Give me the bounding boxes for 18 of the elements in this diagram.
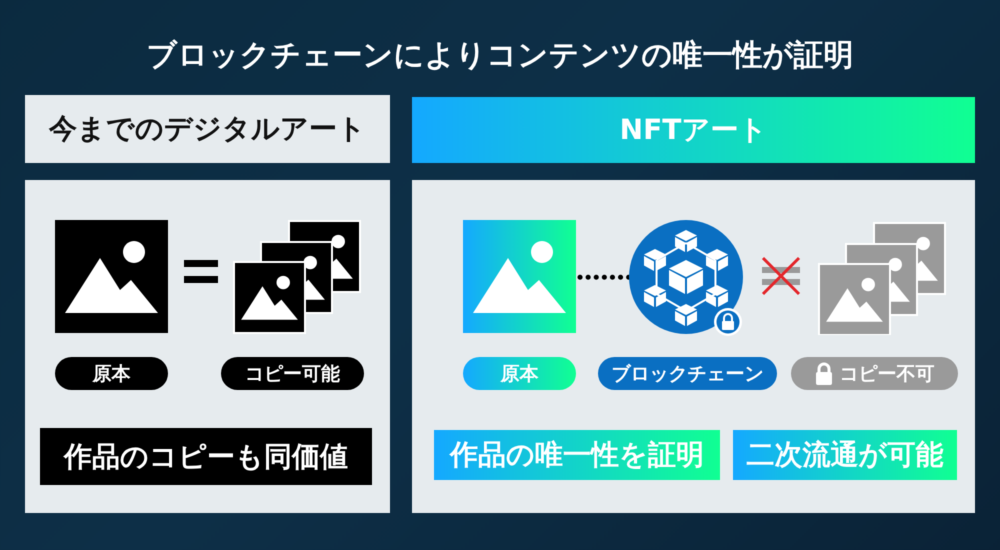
image-icon (55, 220, 168, 333)
caption-bar: 作品の唯一性を証明 (434, 430, 720, 480)
caption-bar: 二次流通が可能 (733, 430, 957, 480)
label-pill: 原本 (463, 357, 576, 390)
label-text: コピー不可 (840, 362, 934, 386)
caption-bar: 作品のコピーも同価値 (40, 428, 372, 485)
image-icon (463, 220, 576, 333)
header-band: NFTアート (412, 97, 975, 163)
label-pill (791, 357, 958, 390)
label-pill: 原本 (55, 357, 168, 390)
label-pill: ブロックチェーン (598, 357, 777, 390)
label-pill: コピー可能 (221, 357, 364, 390)
blockchain-drawing (628, 219, 744, 337)
title: ブロックチェーンによりコンテンツの唯一性が証明 (146, 36, 854, 74)
image-stack-icon (818, 222, 946, 335)
image-stack-icon (233, 220, 361, 336)
header-band: 今までのデジタルアート (25, 95, 390, 163)
dotted-line (578, 274, 632, 280)
